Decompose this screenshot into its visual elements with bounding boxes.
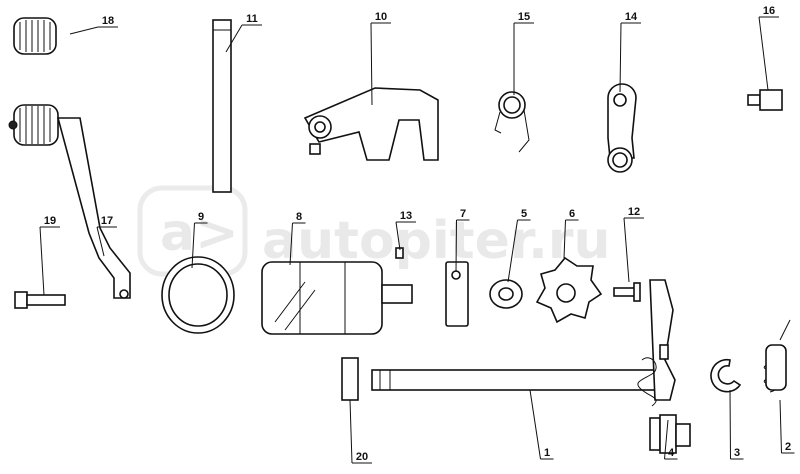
part-3-circlip xyxy=(710,358,742,393)
callout-6: 6 xyxy=(569,208,575,220)
callout-10: 10 xyxy=(375,11,387,23)
callout-1: 1 xyxy=(544,447,550,459)
callout-leader-1 xyxy=(529,389,541,460)
part-11-shaft xyxy=(212,19,232,193)
callout-leader-13 xyxy=(395,221,401,251)
callout-leader-19 xyxy=(39,226,45,296)
part-7-block xyxy=(445,261,469,327)
part-18-pedal-rubber xyxy=(13,17,57,55)
part-17-lever xyxy=(8,104,131,299)
part-19-bolt xyxy=(14,291,66,309)
callout-leader-5 xyxy=(507,219,518,283)
callout-leader-17 xyxy=(96,226,105,257)
callout-20: 20 xyxy=(356,451,368,463)
part-20-pin xyxy=(341,357,359,401)
callout-9: 9 xyxy=(198,211,204,223)
callout-2: 2 xyxy=(785,441,791,453)
part-10-fork xyxy=(303,87,439,161)
part-1-shift-shaft xyxy=(371,279,676,407)
watermark-logo: a> xyxy=(160,203,239,263)
watermark-text: autopiter.ru xyxy=(262,211,611,271)
callout-leader-12 xyxy=(623,217,630,283)
callout-leader-14 xyxy=(619,22,622,93)
callout-leader-10 xyxy=(370,22,373,106)
callout-16: 16 xyxy=(763,5,775,17)
part-9-ring xyxy=(161,256,235,334)
callout-12: 12 xyxy=(628,206,640,218)
part-2-spring xyxy=(763,319,791,393)
callout-leader-2 xyxy=(779,399,782,454)
callout-14: 14 xyxy=(625,11,638,23)
callout-leader-4 xyxy=(664,419,669,460)
callout-leader-8 xyxy=(289,222,293,266)
callout-5: 5 xyxy=(521,208,527,220)
callout-leader-16 xyxy=(758,16,769,91)
callout-18: 18 xyxy=(102,15,114,27)
callout-8: 8 xyxy=(296,211,302,223)
callout-leader-20 xyxy=(349,399,353,464)
callout-17: 17 xyxy=(101,215,113,227)
callout-19: 19 xyxy=(44,215,56,227)
part-8-drum xyxy=(261,261,413,335)
callout-7: 7 xyxy=(460,208,466,220)
callout-13: 13 xyxy=(400,210,412,222)
part-4-bolt xyxy=(649,414,691,454)
part-12-screw xyxy=(613,282,641,302)
watermark: a> autopiter.ru xyxy=(137,185,611,277)
callout-leader-11 xyxy=(225,24,243,53)
callout-3: 3 xyxy=(734,447,740,459)
part-6-star-cam xyxy=(535,256,603,324)
callout-leader-18 xyxy=(69,26,99,35)
part-5-washer xyxy=(489,279,523,309)
part-15-spring xyxy=(494,91,530,153)
part-16-bolt xyxy=(747,89,783,111)
callout-leader-6 xyxy=(563,219,566,259)
part-14-link xyxy=(607,83,637,173)
callout-15: 15 xyxy=(518,11,530,23)
callout-leader-7 xyxy=(455,219,457,273)
callout-leader-9 xyxy=(191,222,195,269)
callout-4: 4 xyxy=(668,447,675,459)
callout-leader-3 xyxy=(729,389,731,460)
callout-11: 11 xyxy=(246,13,258,25)
